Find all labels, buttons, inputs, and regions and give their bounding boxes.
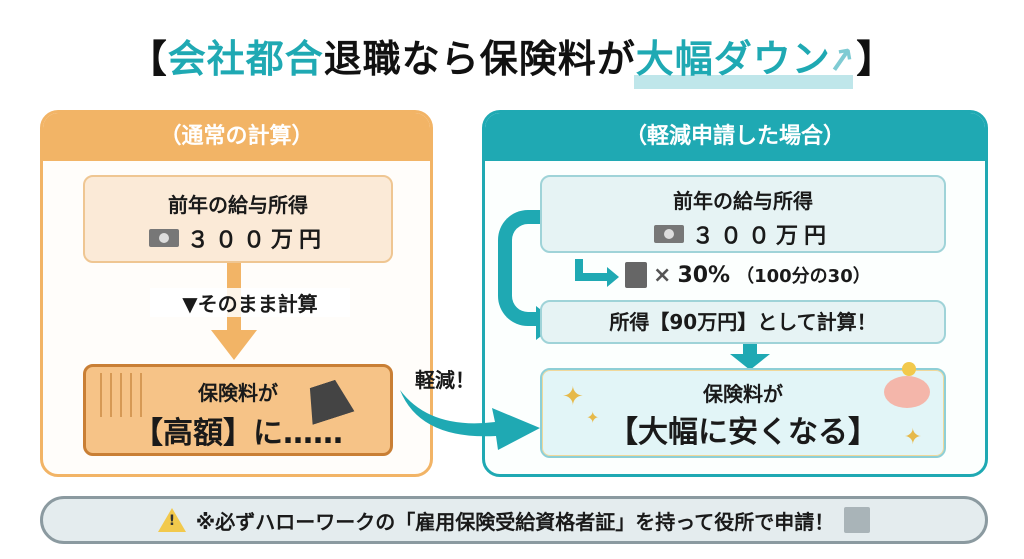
title-emphasis-1: 会社都合 [167, 37, 324, 81]
multiplier-row: × 30% （100分の30） [575, 259, 871, 288]
result-value: 【大幅に安くなる】 [608, 415, 878, 450]
stress-lines-icon [100, 373, 146, 417]
sparkle-icon: ✦ [903, 425, 922, 450]
coin-icon [902, 362, 916, 376]
multiplier-note: （100分の30） [736, 266, 871, 287]
income-box-left: 前年の給与所得 ３００万円 [83, 175, 393, 263]
income-box-right: 前年の給与所得 ３００万円 [540, 175, 946, 253]
down-arrow-stem [743, 344, 757, 356]
income-value: ３００万円 [186, 228, 327, 253]
title-emphasis-2: 大幅ダウン [633, 28, 853, 89]
title-bracket-close: 】 [856, 37, 896, 81]
low-premium-box: ✦ ✦ ✦ 保険料が 【大幅に安くなる】 [540, 362, 946, 458]
reduction-label: 軽減！ [415, 368, 475, 392]
multiplier-value: 30% [677, 262, 731, 288]
page-title: 【会社都合退職なら保険料が大幅ダウン↗】 [0, 28, 1024, 89]
cash-icon [653, 225, 684, 243]
as-is-label: ▼そのまま計算 [150, 288, 350, 317]
result-value: 【高額】に…… [133, 416, 343, 451]
down-arrow-icon [211, 330, 257, 360]
income-value: ３００万円 [691, 224, 832, 249]
notice-banner: ! ※必ずハローワークの「雇用保険受給資格者証」を持って役所で申請！ [40, 496, 988, 544]
hook-arrow-tip [607, 267, 619, 287]
result-label: 保険料が [703, 382, 783, 406]
title-bracket-open: 【 [128, 37, 168, 81]
income-label: 前年の給与所得 [168, 193, 308, 217]
hook-arrow-icon [575, 259, 609, 281]
result-label: 保険料が [198, 381, 278, 405]
high-premium-box: 保険料が 【高額】に…… [83, 364, 393, 456]
warning-icon: ! [157, 508, 186, 532]
income-label: 前年の給与所得 [673, 189, 813, 213]
curved-arrow-icon [400, 390, 540, 450]
up-arrow-icon: ↗ [823, 38, 860, 84]
down-arrow-icon [730, 354, 770, 370]
sparkle-icon: ✦ [586, 408, 600, 427]
normal-calculation-header: （通常の計算） [43, 113, 430, 161]
sparkle-icon: ✦ [562, 382, 584, 412]
building-icon [844, 507, 871, 533]
multiply-sign: × [653, 262, 672, 288]
calculator-icon [625, 262, 647, 288]
notice-text: ※必ずハローワークの「雇用保険受給資格者証」を持って役所で申請！ [195, 509, 835, 534]
piggy-bank-icon [884, 376, 930, 408]
reduced-income-box: 所得【90万円】として計算！ [540, 300, 946, 344]
cash-icon [148, 229, 179, 247]
title-middle: 退職なら保険料が [323, 37, 636, 81]
reduction-header: （軽減申請した場合） [485, 113, 985, 161]
